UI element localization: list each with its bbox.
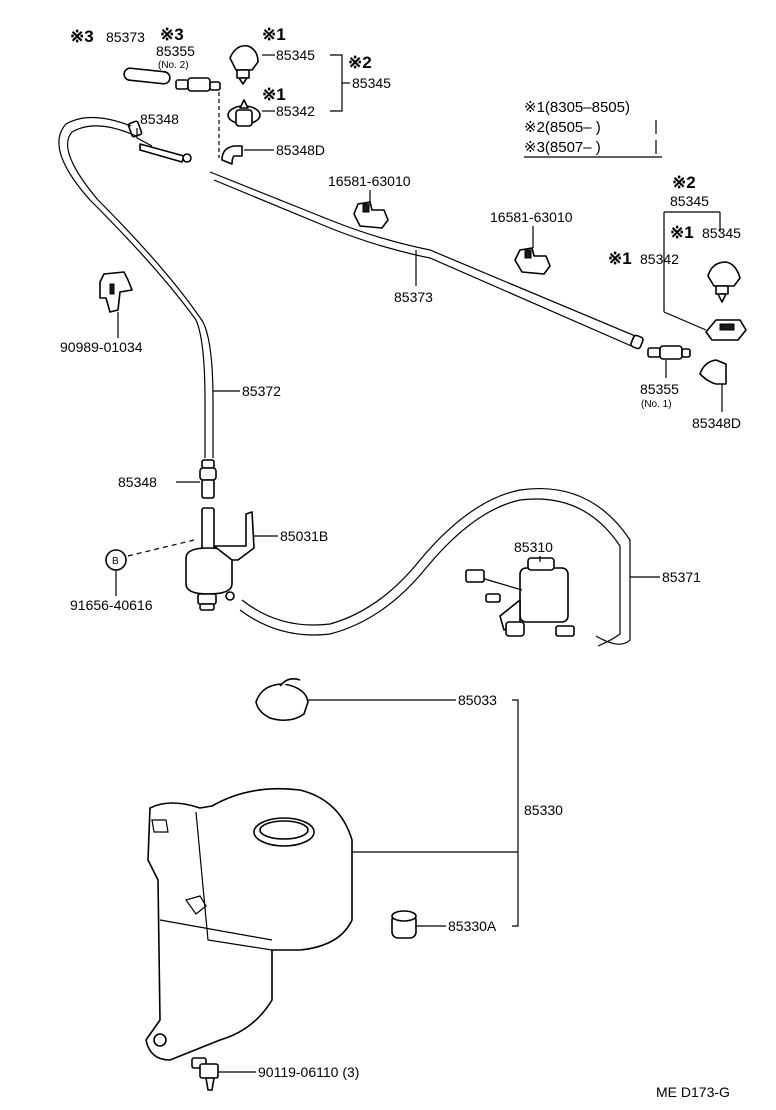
label-85345-a: 85345 <box>276 47 315 63</box>
washer-motor-85310 <box>465 557 575 637</box>
label-85373-top: 85373 <box>106 29 145 45</box>
label-85373-mid: 85373 <box>394 289 433 305</box>
label-85031b: 85031B <box>280 528 328 544</box>
label-85372: 85372 <box>242 383 281 399</box>
clip-16581-63010-b <box>514 247 551 275</box>
label-16581-63010-a: 16581-63010 <box>328 173 411 189</box>
label-85342-a: 85342 <box>276 103 315 119</box>
legend-row-3: ※3(8507– ) <box>524 139 601 156</box>
label-85355-right: 85355 <box>640 381 679 397</box>
elbow-85348d-top <box>221 145 243 165</box>
label-85345-group: 85345 <box>352 75 391 91</box>
label-b-mark: B <box>112 556 119 567</box>
label-85348-a: 85348 <box>140 111 179 127</box>
check-valve-85355-no1 <box>647 345 691 360</box>
nozzle-base-85342-right <box>705 319 747 341</box>
label-85033: 85033 <box>458 692 497 708</box>
nozzle-base-85342-top <box>227 99 261 127</box>
marker-k1-d: ※1 <box>608 249 632 268</box>
marker-k3-a: ※3 <box>70 27 94 46</box>
label-85355-top: 85355 <box>156 43 195 59</box>
label-85355-top-sub: (No. 2) <box>158 60 189 71</box>
label-85330: 85330 <box>524 802 563 818</box>
nozzle-85345-top <box>229 44 259 85</box>
clip-16581-63010-a <box>353 201 389 229</box>
label-90989-01034: 90989-01034 <box>60 339 143 355</box>
label-90119-06110: 90119-06110 (3) <box>258 1064 359 1080</box>
nozzle-85345-right <box>707 261 741 303</box>
label-85342-right: 85342 <box>640 251 679 267</box>
connector-85348-top <box>127 120 192 163</box>
elbow-85348d-right <box>699 359 727 385</box>
marker-k1-c: ※1 <box>670 223 694 242</box>
label-85345-right: 85345 <box>702 225 741 241</box>
marker-k1-b: ※1 <box>262 85 286 104</box>
label-85310: 85310 <box>514 539 553 555</box>
pump-85031b <box>185 507 255 611</box>
bracket-90989-01034 <box>99 271 133 313</box>
marker-k1-a: ※1 <box>262 25 286 44</box>
label-85348d-right: 85348D <box>692 415 741 431</box>
legend-row-1: ※1(8305–8505) <box>524 99 630 116</box>
bolt-90119-06110 <box>191 1057 219 1091</box>
label-91656-40616: 91656-40616 <box>70 597 153 613</box>
label-85355-right-sub: (No. 1) <box>641 399 672 410</box>
label-85348-b: 85348 <box>118 474 157 490</box>
label-85345-right-group: 85345 <box>670 193 709 209</box>
label-85348d-a: 85348D <box>276 142 325 158</box>
marker-k3-b: ※3 <box>160 25 184 44</box>
short-hose-85373 <box>123 67 171 85</box>
reservoir-cap-85033 <box>255 678 309 722</box>
connector-85348-lower <box>199 459 217 499</box>
reservoir-tank-85330 <box>145 787 353 1061</box>
label-16581-63010-b: 16581-63010 <box>490 209 573 225</box>
marker-k2-a: ※2 <box>348 53 372 72</box>
marker-k2-b: ※2 <box>672 173 696 192</box>
reference-code: ME D173-G <box>656 1084 730 1100</box>
check-valve-85355-no2 <box>175 77 221 92</box>
label-85330a: 85330A <box>448 918 497 934</box>
legend-row-2: ※2(8505– ) <box>524 119 601 136</box>
label-85371: 85371 <box>662 569 701 585</box>
grommet-85330a <box>391 910 417 939</box>
